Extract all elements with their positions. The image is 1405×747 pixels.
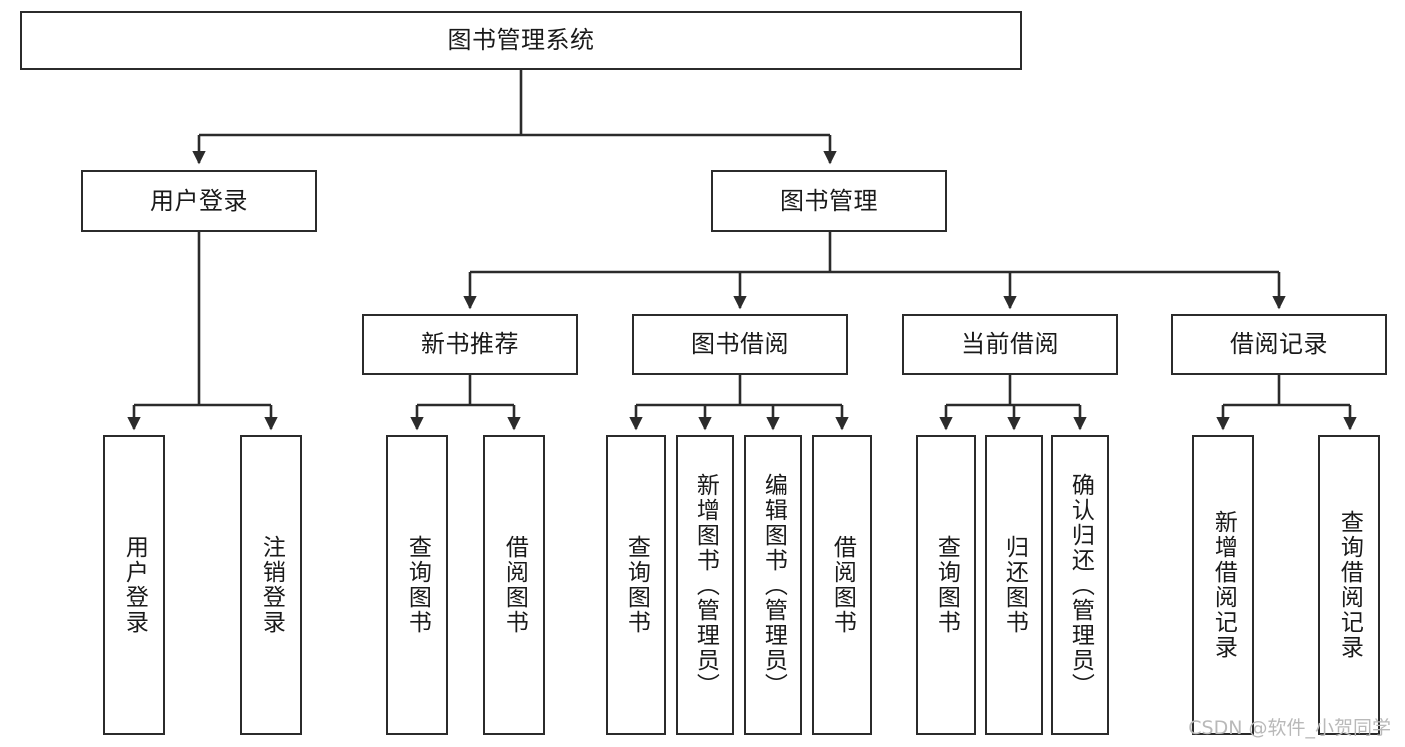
node-label: 图书管理系统 [447, 26, 595, 55]
node-book-borrow[interactable]: 图书借阅 [632, 314, 848, 375]
node-label: 新书推荐 [421, 330, 519, 359]
node-label: 归还图书 [1001, 535, 1028, 635]
node-label: 借阅图书 [501, 535, 528, 635]
node-label: 借阅图书 [829, 535, 856, 635]
leaf-borrow-book-newbook[interactable]: 借阅图书 [483, 435, 545, 735]
node-label: 新增借阅记录 [1210, 510, 1237, 660]
node-borrow-records[interactable]: 借阅记录 [1171, 314, 1387, 375]
node-label: 图书借阅 [691, 330, 789, 359]
leaf-query-book-current[interactable]: 查询图书 [916, 435, 976, 735]
node-label: 新增图书（管理员） [692, 472, 719, 698]
leaf-add-book-admin[interactable]: 新增图书（管理员） [676, 435, 734, 735]
node-label: 查询图书 [404, 535, 431, 635]
node-current-borrow[interactable]: 当前借阅 [902, 314, 1118, 375]
leaf-logout[interactable]: 注销登录 [240, 435, 302, 735]
node-user-login[interactable]: 用户登录 [81, 170, 317, 232]
leaf-query-borrow-record[interactable]: 查询借阅记录 [1318, 435, 1380, 735]
node-label: 用户登录 [150, 186, 248, 215]
node-new-book-recommend[interactable]: 新书推荐 [362, 314, 578, 375]
node-label: 确认归还（管理员） [1067, 472, 1094, 698]
node-label: 查询图书 [623, 535, 650, 635]
csdn-watermark: CSDN @软件_小贺同学 [1188, 717, 1391, 739]
leaf-query-book-borrow[interactable]: 查询图书 [606, 435, 666, 735]
node-label: 编辑图书（管理员） [760, 472, 787, 698]
node-label: 当前借阅 [961, 330, 1059, 359]
node-label: 注销登录 [258, 535, 285, 635]
node-label: 查询借阅记录 [1336, 510, 1363, 660]
node-label: 查询图书 [933, 535, 960, 635]
leaf-edit-book-admin[interactable]: 编辑图书（管理员） [744, 435, 802, 735]
leaf-borrow-book[interactable]: 借阅图书 [812, 435, 872, 735]
leaf-add-borrow-record[interactable]: 新增借阅记录 [1192, 435, 1254, 735]
node-label: 用户登录 [121, 535, 148, 635]
leaf-user-login[interactable]: 用户登录 [103, 435, 165, 735]
node-label: 图书管理 [780, 186, 878, 215]
leaf-query-book-newbook[interactable]: 查询图书 [386, 435, 448, 735]
leaf-return-book[interactable]: 归还图书 [985, 435, 1043, 735]
leaf-confirm-return-admin[interactable]: 确认归还（管理员） [1051, 435, 1109, 735]
node-label: 借阅记录 [1230, 330, 1328, 359]
node-book-management[interactable]: 图书管理 [711, 170, 947, 232]
node-root-library-system[interactable]: 图书管理系统 [20, 11, 1022, 70]
